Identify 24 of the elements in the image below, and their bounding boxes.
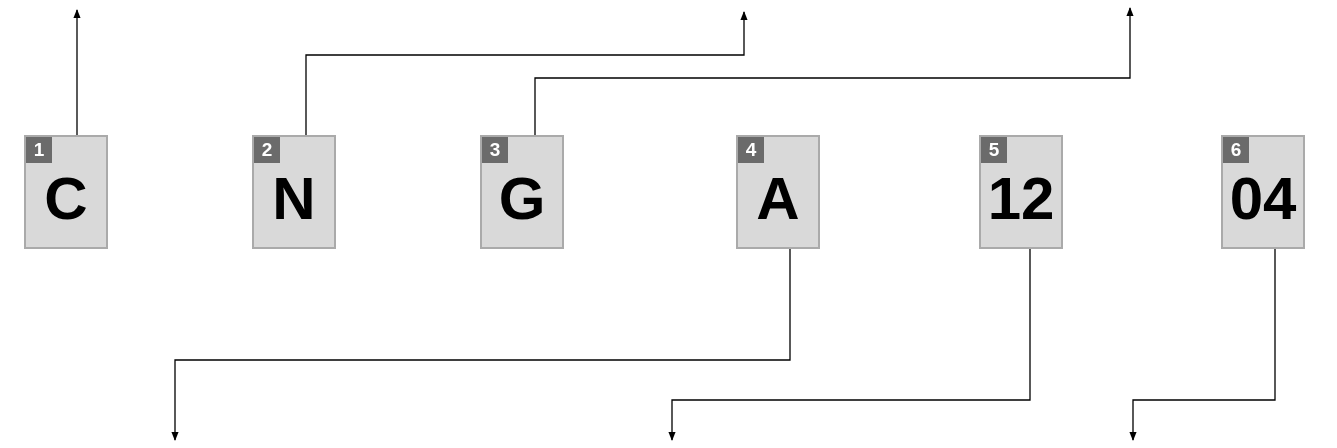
number-badge: 2: [254, 137, 280, 163]
code-character: G: [498, 164, 546, 234]
code-character: 12: [987, 164, 1055, 234]
code-box: [736, 135, 820, 249]
code-box: [480, 135, 564, 249]
code-box: [979, 135, 1063, 249]
number-badge: 5: [981, 137, 1007, 163]
arrow: [1129, 248, 1276, 441]
number-badge: 4: [738, 137, 764, 163]
code-character: 04: [1229, 164, 1297, 234]
code-character: A: [756, 164, 800, 234]
code-character: C: [44, 164, 88, 234]
number-badge: 6: [1223, 137, 1249, 163]
arrow: [534, 7, 1134, 136]
code-box: [24, 135, 108, 249]
arrow: [668, 248, 1031, 441]
number-badge: 1: [26, 137, 52, 163]
arrow: [171, 248, 791, 441]
arrow: [73, 9, 81, 136]
code-box: [1221, 135, 1305, 249]
arrow: [305, 11, 748, 136]
number-badge: 3: [482, 137, 508, 163]
code-box: [252, 135, 336, 249]
code-character: N: [272, 164, 316, 234]
